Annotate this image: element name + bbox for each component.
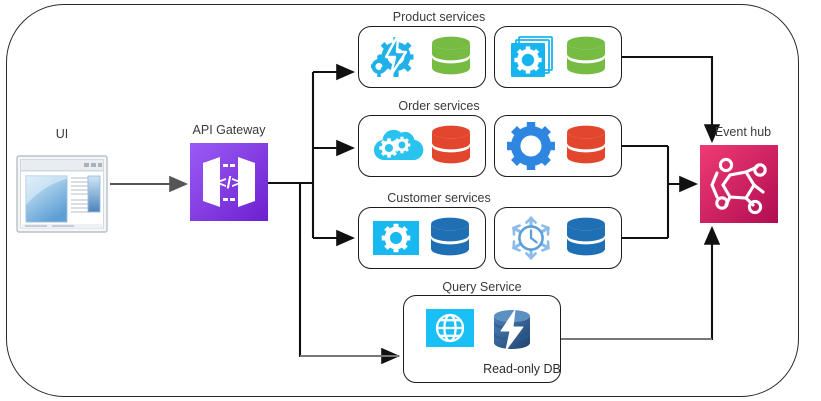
service-box-order-1[interactable] <box>358 115 486 177</box>
svg-text:</>: </> <box>217 173 242 192</box>
api-gateway-label: API Gateway <box>192 123 266 137</box>
group-label-order: Order services <box>398 99 480 113</box>
app-service-gear-icon <box>371 216 421 260</box>
group-label-customer: Customer services <box>387 191 491 205</box>
read-only-db-caption: Read-only DB <box>483 362 561 376</box>
database-icon <box>428 124 474 168</box>
cloud-gears-icon <box>370 124 424 168</box>
ui-window-icon <box>16 155 108 233</box>
database-icon <box>428 35 474 79</box>
database-icon <box>563 216 609 260</box>
service-box-product-2[interactable] <box>494 26 622 88</box>
database-icon <box>427 216 473 260</box>
api-gateway-icon: </> <box>190 143 268 221</box>
service-box-product-1[interactable] <box>358 26 486 88</box>
service-box-query[interactable] <box>403 295 561 383</box>
event-hub-icon <box>700 145 778 223</box>
ui-label: UI <box>55 127 69 141</box>
service-box-order-2[interactable] <box>494 115 622 177</box>
group-label-query: Query Service <box>442 280 522 294</box>
gear-icon <box>507 122 557 170</box>
database-icon <box>563 124 609 168</box>
database-icon <box>563 35 609 79</box>
group-label-product: Product services <box>392 10 486 24</box>
service-stack-gear-icon <box>507 34 557 80</box>
service-box-customer-2[interactable] <box>494 207 622 269</box>
snowflake-clock-icon <box>507 215 557 261</box>
cosmos-db-icon <box>484 307 540 353</box>
gear-lightning-icon <box>370 33 422 79</box>
globe-app-icon <box>424 307 476 349</box>
event-hub-label: Event hub <box>714 125 772 139</box>
service-box-customer-1[interactable] <box>358 207 486 269</box>
